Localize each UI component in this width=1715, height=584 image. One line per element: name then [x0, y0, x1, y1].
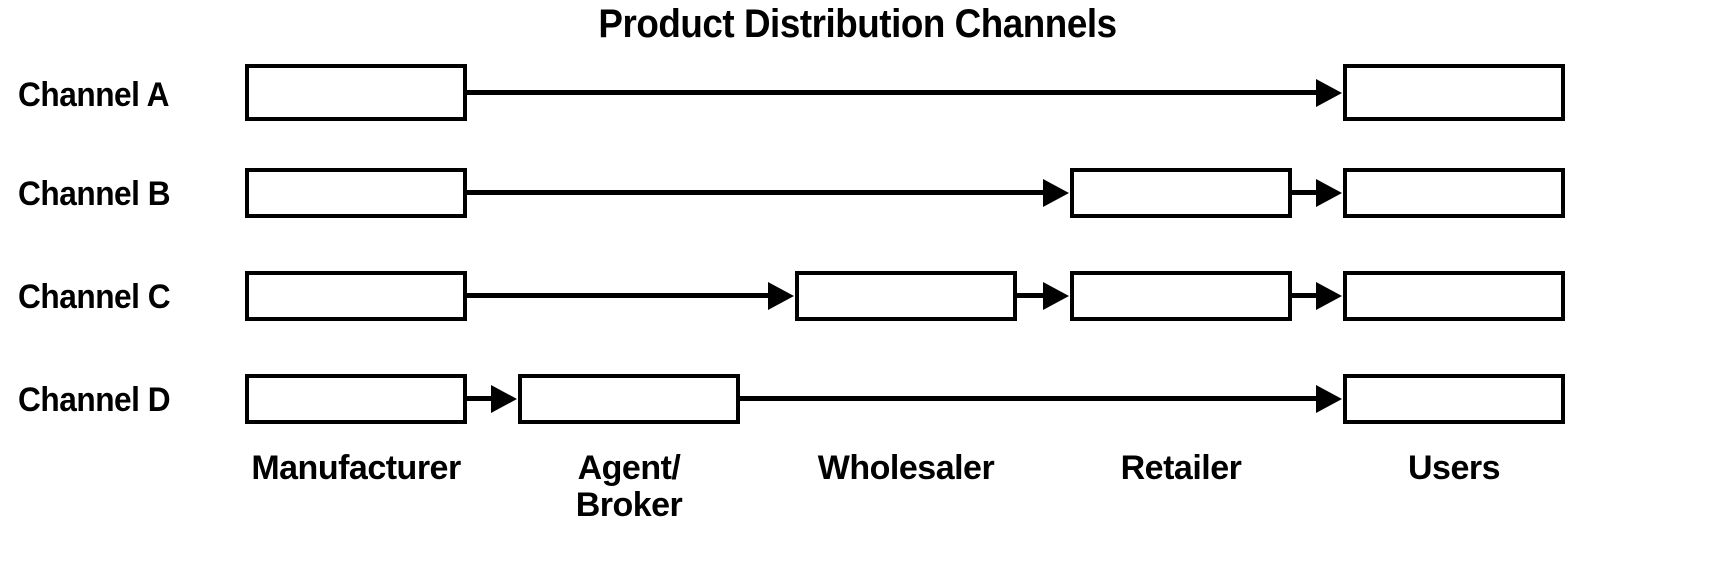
- flow-arrowhead-c-retailer: [1043, 282, 1069, 310]
- flow-arrowhead-c-wholesaler: [768, 282, 794, 310]
- channel-label-c: Channel C: [18, 278, 171, 317]
- channel-label-d-text: Channel D: [18, 381, 171, 419]
- node-channel-b-users[interactable]: [1343, 168, 1565, 218]
- stage-label-manufacturer: Manufacturer: [206, 450, 506, 487]
- stage-label-retailer-text: Retailer: [1120, 449, 1242, 487]
- flow-line-b-retailer-users: [1292, 190, 1316, 195]
- node-channel-c-wholesaler[interactable]: [795, 271, 1017, 321]
- stage-label-users: Users: [1334, 450, 1574, 487]
- flow-line-d-agent-users: [740, 396, 1316, 401]
- node-channel-d-agent-broker[interactable]: [518, 374, 740, 424]
- channel-label-b-text: Channel B: [18, 175, 171, 213]
- flow-line-a-manufacturer-users: [467, 90, 1322, 95]
- flow-arrowhead-b-users: [1316, 179, 1342, 207]
- flow-line-c-retailer-users: [1292, 293, 1316, 298]
- stage-label-manufacturer-text: Manufacturer: [251, 449, 461, 487]
- flow-arrowhead-b-retailer: [1043, 179, 1069, 207]
- stage-label-wholesaler-text: Wholesaler: [817, 449, 995, 487]
- channel-label-b: Channel B: [18, 175, 171, 214]
- node-channel-a-manufacturer[interactable]: [245, 64, 467, 121]
- node-channel-d-users[interactable]: [1343, 374, 1565, 424]
- node-channel-c-retailer[interactable]: [1070, 271, 1292, 321]
- flow-arrowhead-a-users: [1316, 79, 1342, 107]
- node-channel-b-retailer[interactable]: [1070, 168, 1292, 218]
- page-title: Product Distribution Channels: [598, 2, 1117, 46]
- node-channel-d-manufacturer[interactable]: [245, 374, 467, 424]
- flow-arrowhead-c-users: [1316, 282, 1342, 310]
- node-channel-b-manufacturer[interactable]: [245, 168, 467, 218]
- node-channel-c-manufacturer[interactable]: [245, 271, 467, 321]
- stage-label-agent-broker-text: Agent/ Broker: [575, 449, 683, 524]
- channel-label-a-text: Channel A: [18, 76, 170, 114]
- flow-arrowhead-d-agent: [491, 385, 517, 413]
- node-channel-c-users[interactable]: [1343, 271, 1565, 321]
- flow-line-b-manufacturer-retailer: [467, 190, 1043, 195]
- node-channel-a-users[interactable]: [1343, 64, 1565, 121]
- stage-label-users-text: Users: [1407, 449, 1501, 487]
- stage-label-wholesaler: Wholesaler: [786, 450, 1026, 487]
- channel-label-a: Channel A: [18, 76, 169, 115]
- channel-label-d: Channel D: [18, 381, 171, 420]
- flow-arrowhead-d-users: [1316, 385, 1342, 413]
- flow-line-c-wholesaler-retailer: [1017, 293, 1043, 298]
- flow-line-c-manufacturer-wholesaler: [467, 293, 768, 298]
- flow-line-d-manufacturer-agent: [467, 396, 491, 401]
- stage-label-retailer: Retailer: [1061, 450, 1301, 487]
- stage-label-agent-broker: Agent/ Broker: [509, 450, 749, 523]
- channel-label-c-text: Channel C: [18, 278, 171, 316]
